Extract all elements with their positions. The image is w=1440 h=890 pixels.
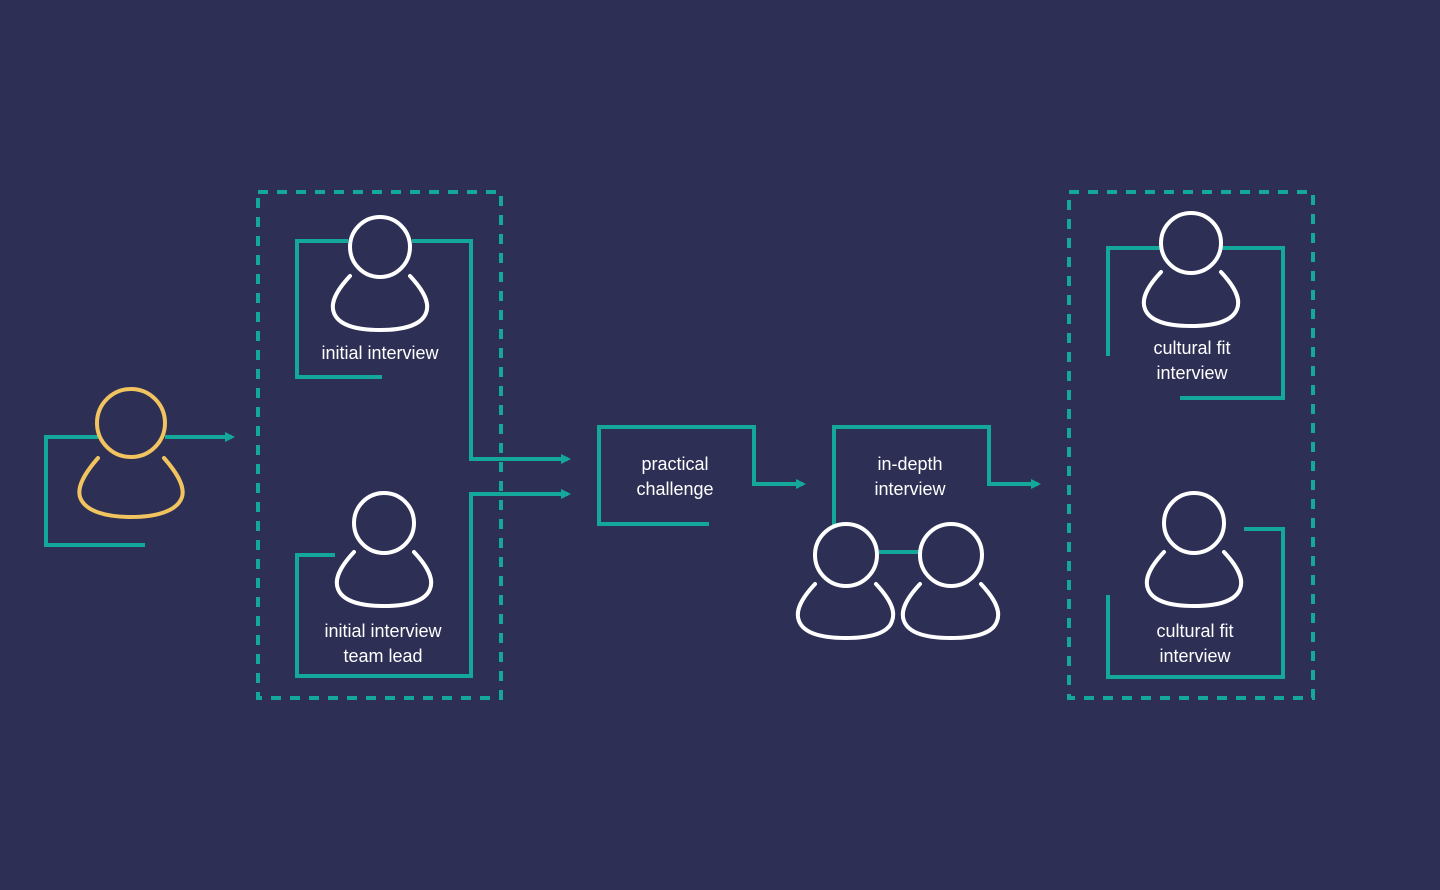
cultural-fit-top-bracket-right xyxy=(1180,246,1285,400)
initial-interview-team-lead-node: initial interview team lead xyxy=(295,489,571,678)
team-lead-label-line2: team lead xyxy=(343,646,422,666)
candidate-bracket xyxy=(44,435,145,547)
in-depth-label-line2: interview xyxy=(874,479,946,499)
practical-challenge-bracket xyxy=(597,425,806,526)
cultural-fit-top-node: cultural fit interview xyxy=(1106,211,1285,400)
cultural-fit-bottom-label-line1: cultural fit xyxy=(1156,621,1233,641)
team-lead-bracket xyxy=(295,489,571,678)
practical-challenge-label-line2: challenge xyxy=(636,479,713,499)
team-lead-person-icon xyxy=(334,491,434,608)
practical-challenge-node: practical challenge xyxy=(597,425,806,526)
cultural-fit-group xyxy=(1067,190,1315,700)
initial-interview-bracket xyxy=(295,239,382,379)
initial-interview-connector xyxy=(412,239,571,464)
team-lead-label-line1: initial interview xyxy=(324,621,442,641)
in-depth-interview-node: in-depth interview xyxy=(795,425,1041,640)
cultural-fit-top-bracket-left xyxy=(1106,246,1160,356)
interviewer-person-icon xyxy=(330,215,430,332)
two-people-icon xyxy=(795,522,1001,640)
initial-interview-label: initial interview xyxy=(321,343,439,363)
cultural-fit-top-label-line2: interview xyxy=(1156,363,1228,383)
cultural-fit-top-label-line1: cultural fit xyxy=(1153,338,1230,358)
initial-interviews-group xyxy=(256,190,503,700)
practical-challenge-label-line1: practical xyxy=(641,454,708,474)
cultural-fit-bottom-bracket xyxy=(1106,527,1285,679)
candidate-node xyxy=(44,387,235,547)
interviewer-person-icon xyxy=(1141,211,1241,328)
cultural-fit-bottom-node: cultural fit interview xyxy=(1106,491,1285,679)
in-depth-label-line1: in-depth xyxy=(877,454,942,474)
cultural-fit-bottom-label-line2: interview xyxy=(1159,646,1231,666)
in-depth-bracket xyxy=(832,425,1041,525)
candidate-person-icon xyxy=(77,387,185,519)
interviewer-person-icon xyxy=(1144,491,1244,608)
initial-interview-node: initial interview xyxy=(295,215,571,464)
